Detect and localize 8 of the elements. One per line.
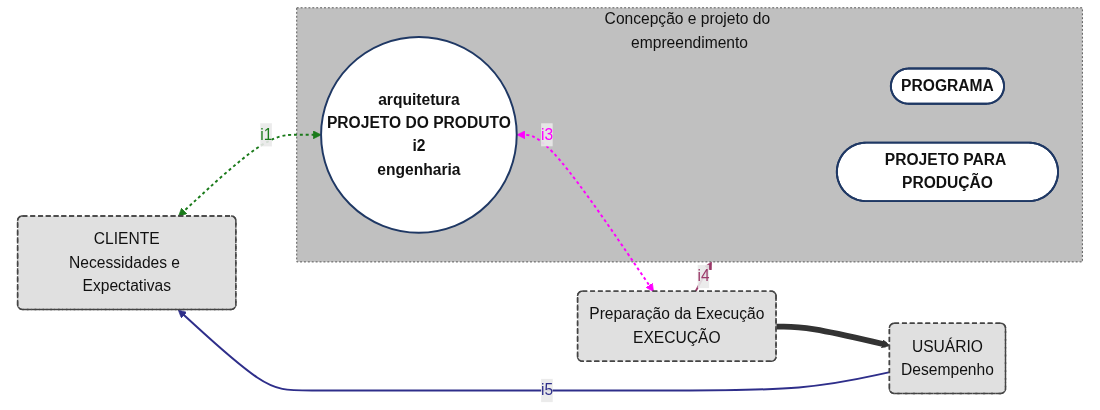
- arrow: [694, 261, 712, 293]
- edge-label: i4: [697, 267, 710, 285]
- arrow: [178, 130, 322, 217]
- edge-label: i5: [541, 381, 554, 399]
- node-circle: arquitetura PROJETO DO PRODUTO i2 engenharia: [320, 36, 518, 234]
- edge-label: i3: [541, 126, 554, 143]
- arrow: [516, 130, 654, 292]
- edge-label: i1: [260, 126, 273, 143]
